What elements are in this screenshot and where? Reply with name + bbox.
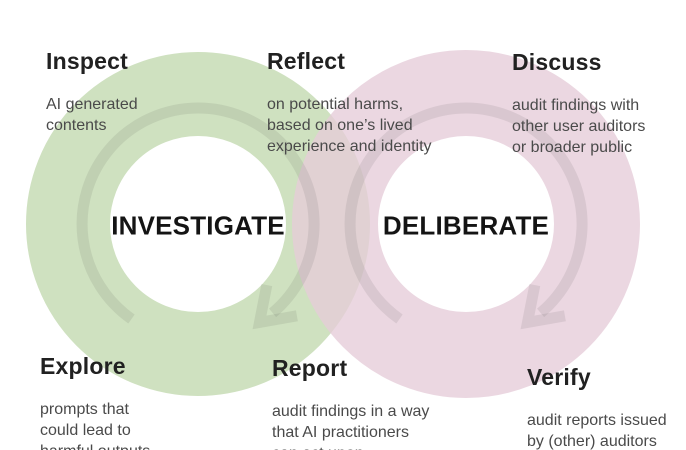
deliberate-arrow-arc	[344, 102, 588, 324]
step-report-description: audit findings in a way that AI practiti…	[272, 403, 430, 450]
step-inspect: Inspect AI generated contents	[46, 30, 138, 154]
deliberate-ring	[292, 50, 640, 398]
step-inspect-description: AI generated contents	[46, 96, 138, 134]
investigate-label: INVESTIGATE	[111, 210, 285, 241]
step-report-title: Report	[272, 355, 348, 381]
investigate-clockwise-arrow-icon	[76, 102, 320, 330]
step-explore-title: Explore	[40, 353, 126, 379]
deliberate-arrowhead-icon	[520, 284, 566, 330]
step-verify: Verify audit reports issued by (other) a…	[527, 346, 667, 450]
step-discuss-title: Discuss	[512, 49, 602, 75]
step-reflect-title: Reflect	[267, 48, 346, 74]
step-discuss: Discuss audit findings with other user a…	[512, 31, 645, 176]
step-inspect-title: Inspect	[46, 48, 128, 74]
step-reflect: Reflect on potential harms, based on one…	[267, 30, 432, 175]
step-explore-description: prompts that could lead to harmful outpu…	[40, 401, 150, 450]
investigate-arrow-arc	[76, 102, 320, 324]
step-reflect-description: on potential harms, based on one’s lived…	[267, 96, 432, 155]
step-verify-title: Verify	[527, 364, 591, 390]
investigate-arrowhead-icon	[252, 284, 298, 330]
deliberate-clockwise-arrow-icon	[344, 102, 588, 330]
step-discuss-description: audit findings with other user auditors …	[512, 97, 646, 156]
step-verify-description: audit reports issued by (other) auditors…	[527, 412, 667, 450]
step-report: Report audit findings in a way that AI p…	[272, 337, 429, 450]
step-explore: Explore prompts that could lead to harmf…	[40, 335, 150, 450]
deliberate-label: DELIBERATE	[382, 210, 550, 241]
